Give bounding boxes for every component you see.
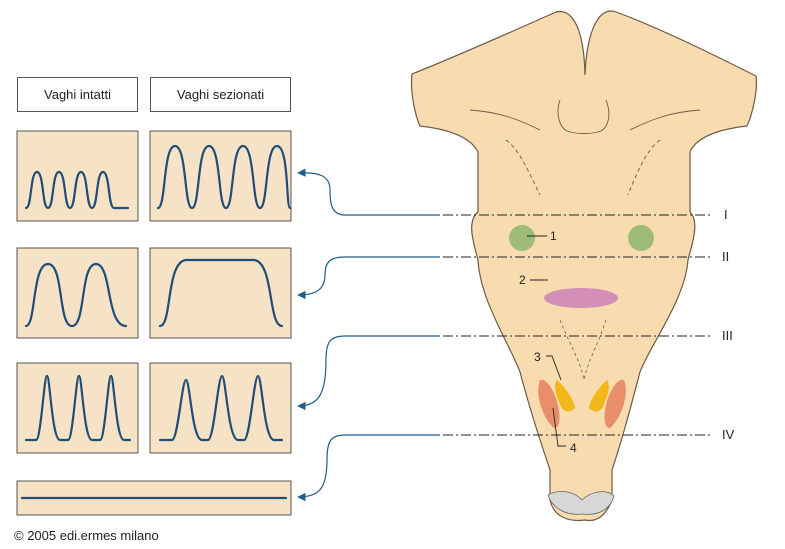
nucleus-1-right (628, 225, 654, 251)
brainstem-shape (410, 10, 757, 522)
level-label-III: III (722, 328, 733, 343)
copyright-text: © 2005 edi.ermes milano (14, 528, 159, 543)
structure-label-3: 3 (534, 350, 541, 364)
spinal-cord-section (547, 490, 615, 515)
nucleus-4-right (604, 379, 626, 428)
nucleus-1-left (509, 225, 535, 251)
trace-I-sectioned (156, 144, 292, 210)
peduncle-line (469, 109, 701, 131)
nucleus-3-left (555, 380, 575, 412)
structure-label-2: 2 (519, 273, 526, 287)
header-vaghi-intatti: Vaghi intatti (17, 77, 138, 112)
nucleus-3-right (589, 380, 609, 412)
nucleus-2 (544, 288, 618, 308)
trace-I-intact (24, 170, 130, 210)
trace-II-intact (24, 262, 128, 328)
leader-3 (546, 355, 562, 381)
level-label-I: I (724, 207, 728, 222)
structure-label-4: 4 (570, 441, 577, 455)
trace-III-intact (24, 374, 132, 442)
level-label-II: II (722, 249, 729, 264)
trace-II-sectioned (158, 258, 284, 328)
fourth-ventricle-top-line (557, 99, 610, 134)
structure-label-1: 1 (550, 229, 557, 243)
dashed-contour (505, 139, 661, 196)
arrow-level-IV (297, 434, 440, 502)
header-vaghi-sezionati: Vaghi sezionati (150, 77, 291, 112)
arrow-level-II (297, 256, 440, 300)
panel-II-sectioned (149, 247, 292, 339)
leader-4 (552, 407, 566, 447)
arrow-level-I (297, 168, 440, 216)
level-label-IV: IV (722, 427, 735, 442)
arrow-level-III (297, 335, 440, 411)
panel-I-sectioned (149, 130, 292, 222)
trace-III-sectioned (158, 374, 284, 442)
